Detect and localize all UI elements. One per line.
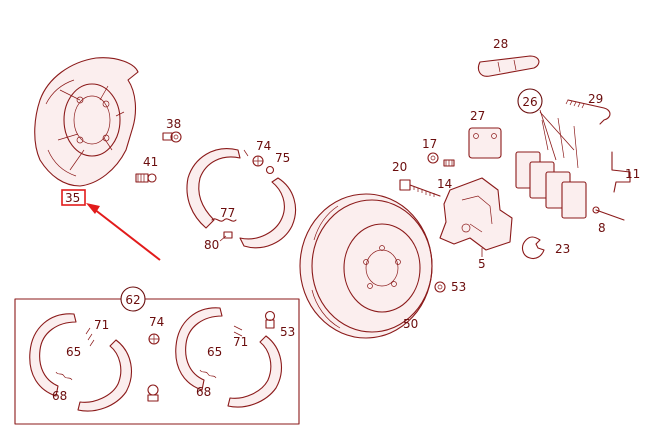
part-brake-pads[interactable] <box>515 117 587 219</box>
callout-26: 26 <box>517 88 575 161</box>
part-bushing-75[interactable] <box>265 165 275 175</box>
backing-plate-center-hole <box>63 83 121 157</box>
part-bolt-38[interactable] <box>162 131 182 143</box>
part-caliper-5[interactable] <box>439 177 513 251</box>
part-spring-77[interactable] <box>211 218 237 239</box>
part-bolt-41[interactable] <box>135 173 157 183</box>
part-wear-sensor-29[interactable] <box>565 99 611 125</box>
label-14[interactable]: 14 <box>437 177 452 191</box>
part-brake-disc-50[interactable] <box>299 193 433 339</box>
label-71b[interactable]: 71 <box>233 335 248 349</box>
part-parking-brake-shoes-upper[interactable] <box>186 148 296 249</box>
kit-frame <box>14 298 300 425</box>
label-8[interactable]: 8 <box>598 221 606 235</box>
label-65b[interactable]: 65 <box>207 345 222 359</box>
label-11[interactable]: 11 <box>625 167 640 181</box>
label-80[interactable]: 80 <box>204 238 219 252</box>
label-75[interactable]: 75 <box>275 151 290 165</box>
part-tool-23[interactable] <box>521 236 545 260</box>
part-nut-17[interactable] <box>427 152 439 164</box>
part-backing-plate[interactable] <box>34 57 139 187</box>
part-bleeder-14[interactable] <box>443 159 455 167</box>
label-68b[interactable]: 68 <box>196 385 211 399</box>
label-74b[interactable]: 74 <box>149 315 164 329</box>
part-screw-53[interactable] <box>434 281 446 293</box>
highlight-callout: 35 <box>61 189 161 261</box>
label-26[interactable]: 26 <box>522 95 537 109</box>
label-28[interactable]: 28 <box>493 37 508 51</box>
label-71a[interactable]: 71 <box>94 318 109 332</box>
part-kit-adjuster-74[interactable] <box>148 333 160 345</box>
part-bolt-20[interactable] <box>399 179 441 197</box>
highlight-arrow <box>93 208 161 261</box>
label-35[interactable]: 35 <box>65 191 80 205</box>
label-29[interactable]: 29 <box>588 92 603 106</box>
label-62[interactable]: 62 <box>125 293 140 307</box>
label-27[interactable]: 27 <box>470 109 485 123</box>
part-spring-11[interactable] <box>611 151 631 193</box>
label-23[interactable]: 23 <box>555 242 570 256</box>
highlight-box <box>61 189 86 206</box>
label-20[interactable]: 20 <box>392 160 407 174</box>
part-adjuster-74[interactable] <box>252 155 264 167</box>
label-5[interactable]: 5 <box>478 257 486 271</box>
part-kit-shoe-left[interactable] <box>29 313 132 412</box>
label-53b[interactable]: 53 <box>280 325 295 339</box>
label-65a[interactable]: 65 <box>66 345 81 359</box>
part-kit-screw-53[interactable] <box>264 310 276 329</box>
label-53[interactable]: 53 <box>451 280 466 294</box>
parking-brake-kit-box: 62 <box>14 286 300 425</box>
part-kit-shoe-right[interactable] <box>175 307 282 408</box>
part-pin-8[interactable] <box>592 206 625 221</box>
label-38[interactable]: 38 <box>166 117 181 131</box>
part-shim-27[interactable] <box>468 127 502 159</box>
part-spring-clip-28[interactable] <box>477 55 540 77</box>
label-74[interactable]: 74 <box>256 139 271 153</box>
part-kit-bolt[interactable] <box>147 384 159 402</box>
highlight-arrow-head <box>86 203 100 214</box>
label-17[interactable]: 17 <box>422 137 437 151</box>
label-68a[interactable]: 68 <box>52 389 67 403</box>
label-50[interactable]: 50 <box>403 317 418 331</box>
label-41[interactable]: 41 <box>143 155 158 169</box>
label-77[interactable]: 77 <box>220 206 235 220</box>
